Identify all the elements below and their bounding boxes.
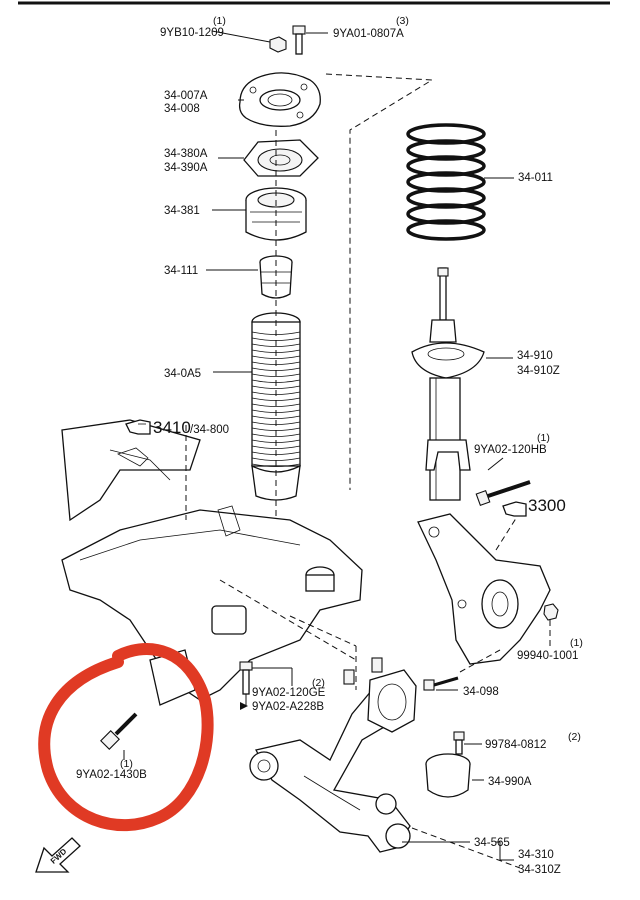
nut-top	[211, 30, 287, 53]
nut-top-qty: (1)	[213, 15, 226, 27]
strut-assembly	[411, 267, 513, 501]
bolt-strut-qty: (1)	[537, 432, 550, 444]
spring-coil	[406, 219, 486, 241]
mount-label-a: 34-007A	[164, 90, 208, 102]
nut-knuckle-label: 99940-1001	[517, 650, 578, 662]
leader-mount-spring	[325, 73, 434, 490]
bolt-highlight-label: 9YA02-1430B	[76, 769, 147, 781]
highlight-circle	[38, 643, 214, 832]
spring-label: 34-011	[518, 172, 553, 184]
boot-rib	[251, 355, 301, 359]
boot-rib	[251, 403, 301, 407]
bolt-highlight	[100, 712, 138, 760]
dust-boot	[213, 312, 301, 501]
seat-label: 34-381	[164, 205, 200, 217]
lower-arm	[219, 579, 521, 869]
fwd-arrow-icon: FWD	[35, 837, 81, 873]
bolt-arm-label-b: 9YA02-A228B	[252, 701, 324, 713]
bolt-top	[292, 25, 328, 55]
nut-balljoint-qty: (2)	[568, 731, 581, 743]
spring-seat	[212, 187, 307, 241]
ball-joint-label: 34-565	[474, 837, 510, 849]
boot-rib	[251, 385, 301, 389]
bushing	[425, 753, 484, 798]
knuckle	[417, 511, 551, 665]
hand-pointer-icon	[125, 419, 151, 435]
boot-rib	[251, 343, 301, 347]
mount-bearing	[218, 139, 319, 177]
crossmember	[61, 419, 363, 706]
nut-knuckle-qty: (1)	[570, 637, 583, 649]
boot-rib	[251, 373, 301, 377]
bearing-label-a: 34-380A	[164, 148, 208, 160]
bolt-arm-qty: (2)	[312, 677, 325, 689]
mount-label-b: 34-008	[164, 103, 200, 115]
nut-top-label: 9YB10-1209	[160, 27, 224, 39]
bump-stop	[206, 255, 293, 299]
nut-balljoint	[453, 731, 482, 755]
strut-mount	[238, 72, 321, 127]
boot-rib	[251, 445, 301, 449]
coil-spring	[406, 123, 514, 241]
bearing-label-b: 34-390A	[164, 162, 208, 174]
bushing-label: 34-990A	[488, 776, 532, 788]
nut-knuckle	[543, 603, 559, 650]
spring-coil	[406, 139, 486, 161]
bolt-strut-label: 9YA02-120HB	[474, 444, 547, 456]
nut-balljoint-label: 99784-0812	[485, 739, 546, 751]
bump-stop-label: 34-111	[164, 265, 198, 277]
bolt-arm-label-a: 9YA02-120GE	[252, 687, 326, 699]
spring-coil	[406, 171, 486, 193]
ref-knuckle: 3300	[528, 496, 566, 515]
boot-label: 34-0A5	[164, 368, 201, 380]
bolt-arm	[239, 661, 293, 710]
bolt-knuckle	[423, 649, 501, 691]
boot-rib	[251, 463, 301, 467]
lower-arm-label-a: 34-310	[518, 849, 554, 861]
spring-coil	[406, 155, 486, 177]
bolt-top-qty: (3)	[396, 15, 409, 27]
lower-arm-label-b: 34-310Z	[518, 864, 561, 876]
boot-rib	[251, 433, 301, 437]
strut-label-b: 34-910Z	[517, 365, 560, 377]
bracket-lower-arm	[496, 841, 514, 861]
spring-coil	[406, 123, 486, 145]
hand-pointer-icon-knuckle	[502, 501, 527, 517]
boot-rib	[251, 415, 301, 419]
ref-crossmember-sub: /34-800	[190, 424, 229, 436]
bolt-top-label: 9YA01-0807A	[333, 28, 404, 40]
ref-crossmember: 3410	[153, 418, 191, 437]
spring-coil	[406, 203, 486, 225]
bolt-highlight-qty: (1)	[120, 758, 133, 770]
bolt-knuckle-label: 34-098	[463, 686, 499, 698]
spring-coil	[406, 187, 486, 209]
strut-label-a: 34-910	[517, 350, 553, 362]
bolt-strut	[475, 457, 531, 507]
